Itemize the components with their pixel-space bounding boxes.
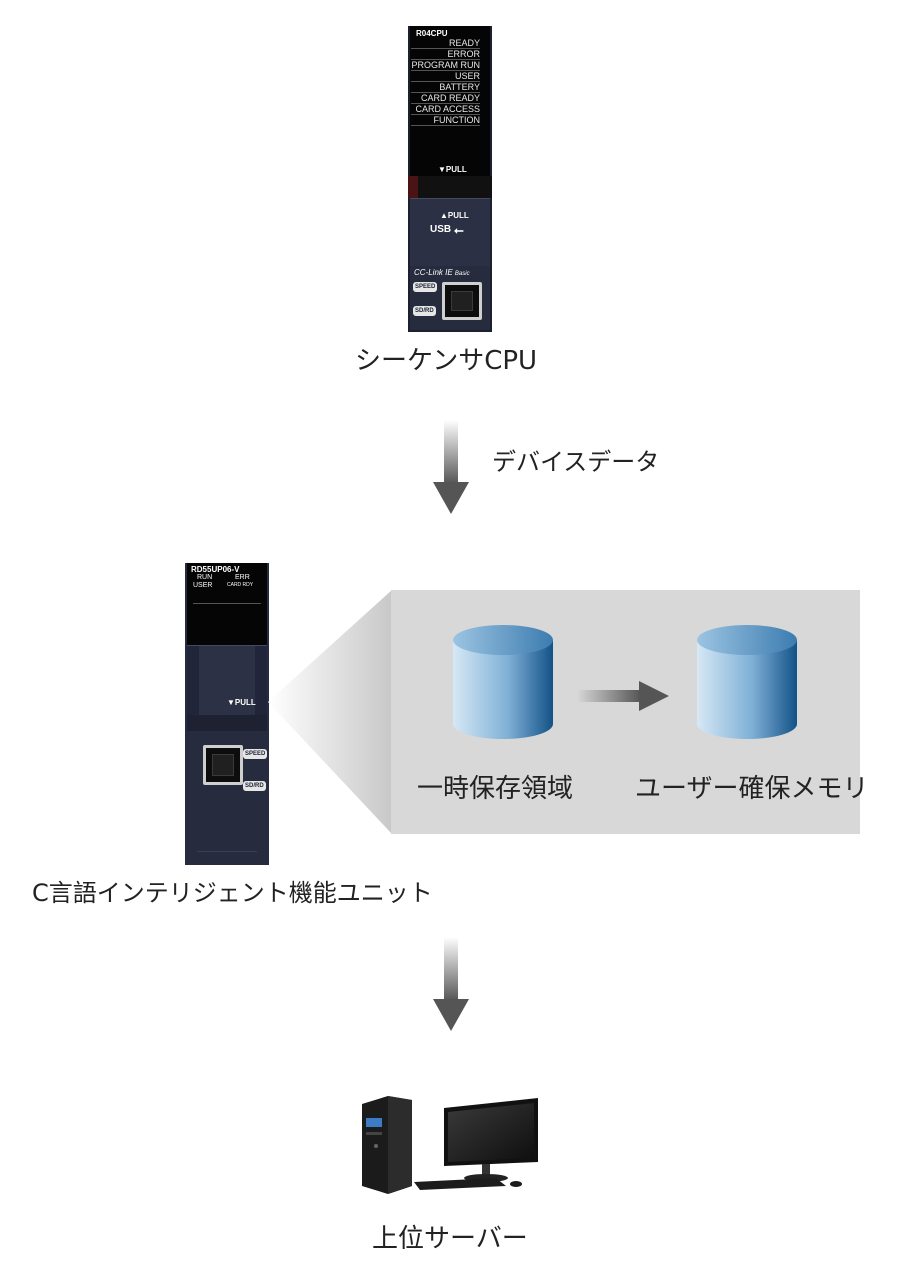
network-name: CC-Link IE: [414, 268, 453, 277]
cunit-led-panel: RD55UP06-V RUN ERR USER CARD RDY: [187, 563, 267, 645]
cpu-network-label: CC-Link IE Basic: [414, 268, 470, 277]
led-label: CARD ACCESS: [411, 104, 480, 115]
led-label: USER: [411, 71, 480, 82]
led-err-label: ERR: [235, 574, 250, 581]
led-label: CARD READY: [411, 93, 480, 104]
user-memory-label: ユーザー確保メモリ: [635, 774, 869, 804]
user-memory-cylinder-icon: [697, 625, 797, 739]
led-label: READY: [411, 38, 480, 49]
led-label: PROGRAM RUN: [411, 60, 480, 71]
cunit-model-label: RD55UP06-V: [191, 565, 240, 574]
cpu-speed-label: SPEED: [413, 282, 438, 292]
cunit-speed-label: SPEED: [243, 749, 268, 759]
cunit-ethernet-port[interactable]: [203, 745, 243, 785]
cpu-caption: シーケンサCPU: [355, 346, 538, 376]
led-label: BATTERY: [411, 82, 480, 93]
cpu-usb-label: USB: [430, 224, 452, 235]
temp-storage-cylinder-icon: [453, 625, 553, 739]
cunit-sdrd-label: SD/RD: [243, 781, 266, 791]
usb-icon: ⭠: [454, 223, 464, 237]
led-run-label: RUN: [197, 574, 213, 581]
network-suffix: Basic: [454, 271, 470, 277]
zoom-wedge: [268, 590, 392, 834]
device-data-label: デバイスデータ: [492, 448, 660, 476]
down-arrow-1: [433, 420, 469, 514]
cpu-network-section: CC-Link IE Basic SPEED SD/RD: [410, 266, 490, 330]
temp-storage-label: 一時保存領域: [417, 774, 574, 804]
cpu-ethernet-port[interactable]: [442, 282, 482, 320]
led-label: ERROR: [411, 49, 480, 60]
cpu-model-label: R04CPU: [416, 29, 448, 38]
cpu-usb-cover: ▲PULL USB ⭠: [410, 198, 490, 267]
cpu-led-list: READY ERROR PROGRAM RUN USER BATTERY CAR…: [411, 38, 480, 126]
cunit-caption: C言語インテリジェント機能ユニット: [32, 879, 433, 907]
memory-detail-panel: 一時保存領域 ユーザー確保メモリ: [391, 590, 868, 834]
led-cardrdy-label: CARD RDY: [227, 582, 254, 588]
cpu-sdrd-label: SD/RD: [413, 306, 436, 316]
cpu-pull-top-label: ▼PULL: [438, 165, 467, 174]
cpu-side-accent: [408, 176, 492, 198]
cunit-network-section: SPEED SD/RD: [187, 715, 268, 865]
cpu-pull-bottom-label: ▲PULL: [440, 211, 469, 220]
cunit-pull-label: ▼PULL: [227, 698, 256, 707]
cunit-cover: ▼PULL: [187, 645, 267, 716]
right-arrow: [577, 681, 669, 711]
c-intelligent-module: RD55UP06-V RUN ERR USER CARD RDY ▼PULL S…: [185, 563, 269, 865]
cpu-led-panel: R04CPU READY ERROR PROGRAM RUN USER BATT…: [410, 26, 490, 176]
led-user-label: USER: [193, 582, 213, 589]
down-arrow-2: [433, 937, 469, 1031]
server-caption: 上位サーバー: [372, 1224, 528, 1254]
led-label: FUNCTION: [411, 115, 480, 126]
sequencer-cpu-module: R04CPU READY ERROR PROGRAM RUN USER BATT…: [408, 26, 492, 332]
server-pc-icon: [362, 1096, 538, 1194]
